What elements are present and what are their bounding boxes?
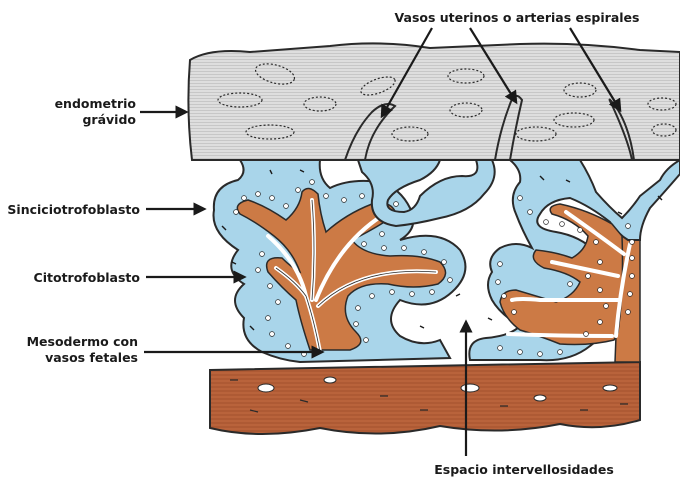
label-sinciciotrofoblasto: Sinciciotrofoblasto — [7, 202, 140, 217]
label-mesodermo-1: Mesodermo con — [27, 334, 138, 349]
label-endometrio-1: endometrio — [55, 96, 137, 111]
label-citotrofoblasto: Citotrofoblasto — [34, 270, 141, 285]
label-mesodermo-2: vasos fetales — [45, 350, 138, 365]
label-vasos: Vasos uterinos o arterias espirales — [395, 10, 640, 25]
label-endometrio-2: grávido — [82, 112, 136, 127]
middle-villus — [358, 160, 495, 226]
label-espacio-intervellosidades: Espacio intervellosidades — [434, 462, 614, 477]
right-villous-tree — [469, 160, 680, 360]
endometrium — [188, 43, 680, 160]
basal-plate — [210, 362, 640, 434]
